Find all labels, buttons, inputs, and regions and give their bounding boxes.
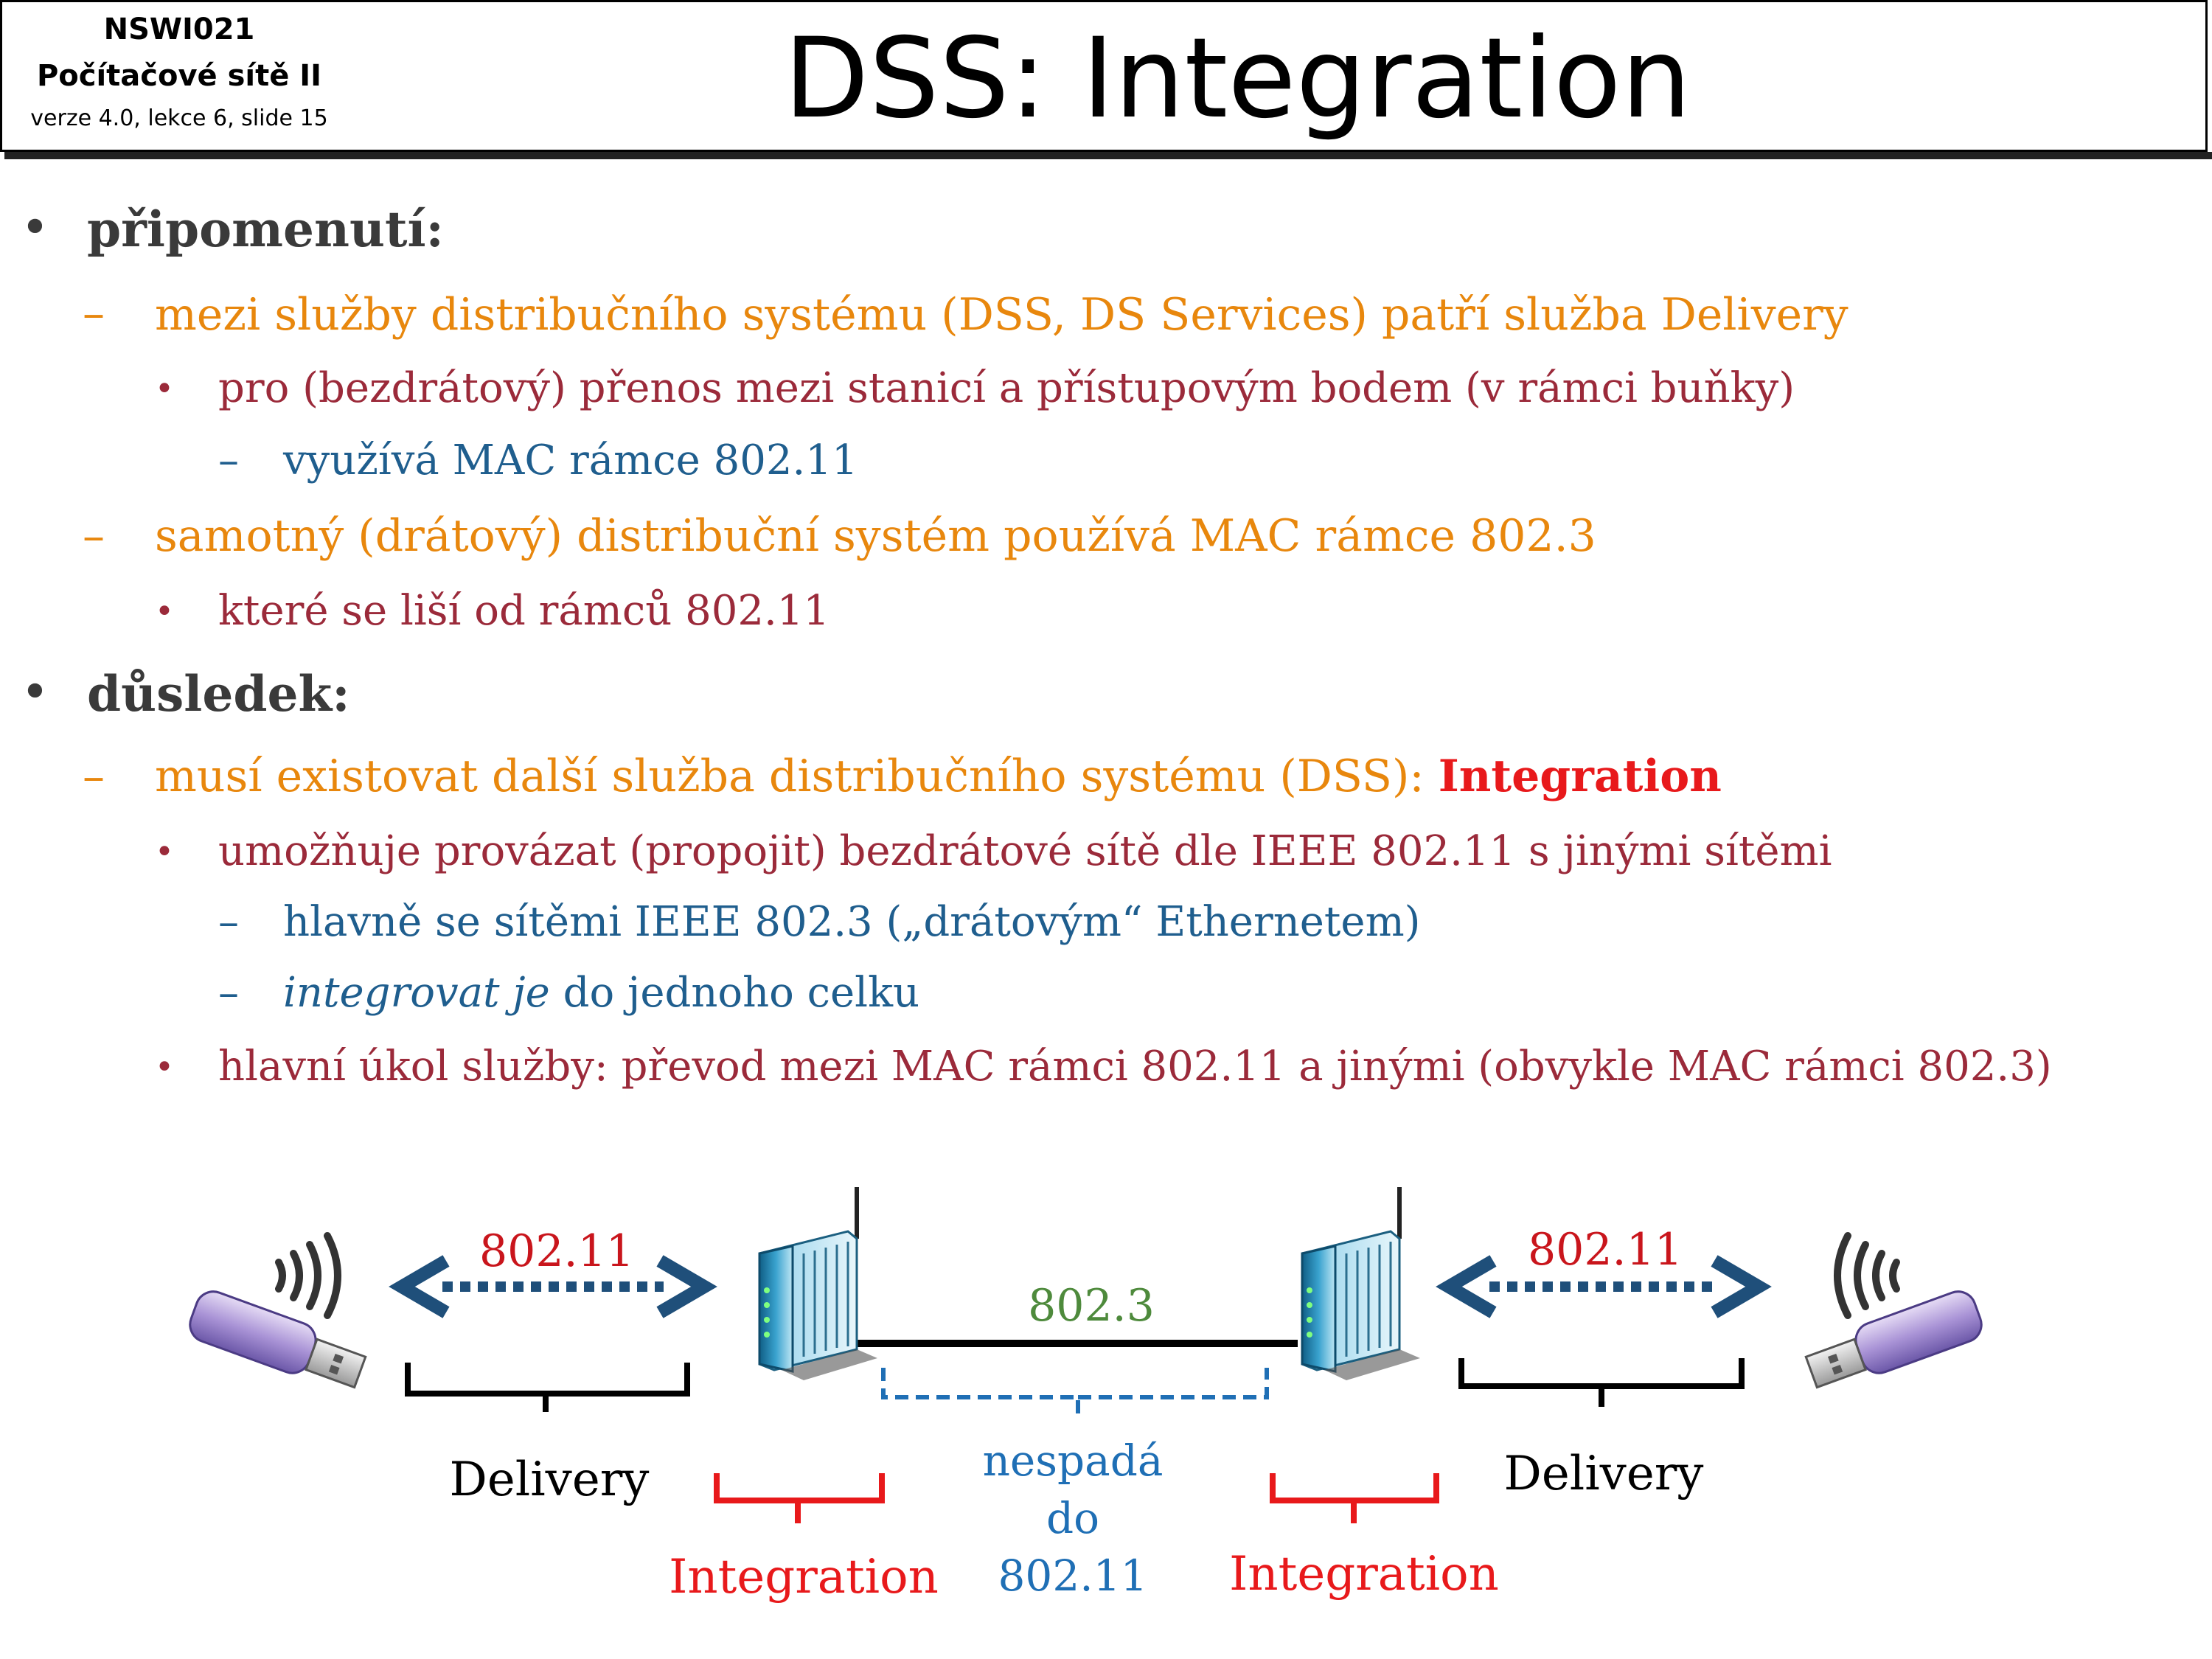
integrate-italic-text: integrovat je <box>283 969 550 1017</box>
slide-header: NSWI021 Počítačové sítě II verze 4.0, le… <box>0 0 2208 152</box>
right-wireless-arrow <box>1436 1255 1772 1318</box>
bullet-integration-service: musí existovat další služba distribučníh… <box>155 751 1722 802</box>
integration-highlight: Integration <box>1438 751 1722 802</box>
bullet-frames-differ: které se liší od rámců 802.11 <box>218 587 830 635</box>
right-link-label: 802.11 <box>1528 1224 1683 1276</box>
course-name: Počítačové sítě II <box>36 59 322 93</box>
dash-marker: – <box>83 288 105 339</box>
bullet-marker: • <box>155 370 174 408</box>
dash-marker: – <box>83 751 105 802</box>
wired-link-label: 802.3 <box>1028 1280 1155 1332</box>
not-included-line-2: do <box>1046 1493 1100 1543</box>
bullet-connect-networks: umožňuje provázat (propojit) bezdrátové … <box>218 827 1832 875</box>
not-included-label: nespadá do 802.11 <box>966 1432 1180 1604</box>
left-usb-wifi-adapter-icon <box>189 1232 367 1389</box>
bullet-wireless-transfer: pro (bezdrátový) přenos mezi stanicí a p… <box>218 364 1795 412</box>
slide-title: DSS: Integration <box>784 15 1691 143</box>
course-meta: verze 4.0, lekce 6, slide 15 <box>30 105 328 131</box>
integration-brace-right <box>1270 1473 1439 1523</box>
bullet-marker: • <box>21 199 49 256</box>
delivery-label-right: Delivery <box>1503 1447 1704 1501</box>
bullet-main-task: hlavní úkol služby: převod mezi MAC rámc… <box>218 1043 2052 1091</box>
bullet-ieee-8023: hlavně se sítěmi IEEE 802.3 („drátovým“ … <box>283 898 1421 946</box>
bullet-wired-ds: samotný (drátový) distribuční systém pou… <box>155 510 1596 562</box>
bullet-consequence: důsledek: <box>87 665 350 723</box>
integrate-rest-text: do jednoho celku <box>549 969 920 1017</box>
header-shadow <box>4 152 2212 159</box>
dash-marker: – <box>218 437 239 484</box>
delivery-label-left: Delivery <box>449 1453 650 1507</box>
integration-intro-text: musí existovat další služba distribučníh… <box>155 751 1439 802</box>
not-included-line-3: 802.11 <box>998 1551 1148 1601</box>
course-code: NSWI021 <box>103 13 255 46</box>
delivery-brace-right <box>1458 1358 1745 1407</box>
left-access-point-icon <box>758 1187 877 1380</box>
dash-marker: – <box>218 969 239 1017</box>
bullet-integrate-whole: integrovat je do jednoho celku <box>283 969 919 1017</box>
course-info: NSWI021 Počítačové sítě II verze 4.0, le… <box>10 11 349 135</box>
not-included-brace <box>881 1368 1269 1419</box>
not-included-line-1: nespadá <box>982 1436 1164 1486</box>
bullet-reminder: připomenutí: <box>87 201 444 258</box>
bullet-marker: • <box>155 833 174 871</box>
delivery-brace-left <box>405 1363 690 1412</box>
bullet-marker: • <box>155 1048 174 1086</box>
right-usb-wifi-adapter-icon <box>1804 1232 1983 1389</box>
bullet-marker: • <box>21 664 49 720</box>
bullet-marker: • <box>155 593 174 630</box>
left-wireless-arrow <box>389 1255 717 1318</box>
bullet-uses-80211: využívá MAC rámce 802.11 <box>283 437 858 484</box>
left-link-label: 802.11 <box>479 1225 634 1277</box>
integration-brace-left <box>714 1473 885 1523</box>
dash-marker: – <box>218 898 239 946</box>
bullet-dss-delivery: mezi služby distribučního systému (DSS, … <box>155 289 1848 341</box>
integration-label-left: Integration <box>669 1550 939 1604</box>
right-access-point-icon <box>1301 1187 1420 1380</box>
dash-marker: – <box>83 510 105 562</box>
integration-label-right: Integration <box>1229 1547 1499 1601</box>
